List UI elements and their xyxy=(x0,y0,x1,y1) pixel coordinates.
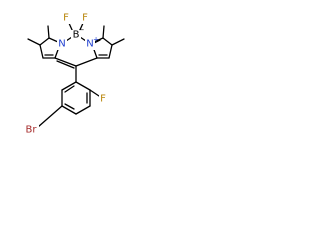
bond-c1-meso xyxy=(54,57,77,67)
bond-aryl-dbl-2 xyxy=(64,103,75,110)
bond-c1-meso-dbl xyxy=(56,60,75,69)
bond-aryl-4 xyxy=(61,105,77,115)
atom-boron: B xyxy=(73,30,80,41)
bond-c3r-methyl xyxy=(111,38,125,46)
structure-drawing: F F B − N N + F Br xyxy=(24,13,125,136)
bond-c4-n-left xyxy=(48,37,59,43)
bond-aryl-dbl-3 xyxy=(64,85,75,93)
bond-aryl-3 xyxy=(75,105,91,115)
bond-aryl-br xyxy=(37,105,63,128)
atom-fluorine-left: F xyxy=(63,13,69,24)
atom-bromine: Br xyxy=(26,125,38,136)
bond-c3r-c4r xyxy=(102,37,113,46)
bond-c4-methyl xyxy=(47,25,50,39)
boron-charge: − xyxy=(79,26,85,34)
bond-c4r-methyl xyxy=(102,25,105,39)
bond-c2-c3 xyxy=(39,44,44,59)
bond-c4r-n-right xyxy=(93,37,104,43)
bond-c2r-c3r xyxy=(108,44,113,59)
bond-aryl-f xyxy=(89,89,100,97)
molecule-diagram: F F B − N N + F Br xyxy=(0,0,152,152)
atom-label-layer: F F B − N N + F Br xyxy=(24,13,108,136)
bond-c1r-meso xyxy=(75,57,98,67)
atom-fluorine-aryl: F xyxy=(100,94,106,105)
nitrogen-charge: + xyxy=(93,36,99,44)
bond-aryl-1 xyxy=(75,81,91,91)
atom-fluorine-right: F xyxy=(82,13,88,24)
bond-c3-methyl xyxy=(27,38,41,46)
bond-c3-c4 xyxy=(39,37,50,46)
bond-aryl-6 xyxy=(61,81,77,91)
atom-nitrogen-right: N xyxy=(86,39,93,50)
bond-layer xyxy=(27,20,125,128)
atom-nitrogen-left: N xyxy=(58,39,65,50)
